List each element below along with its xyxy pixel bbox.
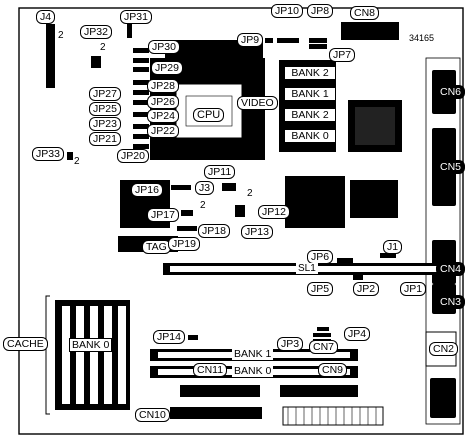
label-cn5: CN5 [436, 160, 466, 174]
bottom-chip-row [282, 406, 384, 426]
label-jp2: JP2 [353, 282, 380, 296]
label-jp4: JP4 [344, 327, 371, 341]
label-jp17: JP17 [147, 208, 179, 222]
cn9-header [280, 385, 358, 397]
label-jp21: JP21 [89, 132, 121, 146]
label-jp28: JP28 [147, 79, 179, 93]
cn10-header [170, 407, 262, 419]
cn11-header [180, 385, 260, 397]
chipset-2 [350, 180, 398, 218]
label-jp23: JP23 [89, 117, 121, 131]
j4-header [46, 24, 55, 88]
board-id: 34165 [409, 33, 435, 43]
label-jp13: JP13 [241, 225, 273, 239]
label-j3: J3 [195, 181, 215, 195]
jp10-pins [277, 38, 299, 43]
label-jp5: JP5 [307, 282, 334, 296]
jp33-pins [67, 152, 73, 160]
jp32-pins [91, 56, 101, 68]
label-jp1: JP1 [400, 282, 427, 296]
label-cn3: CN3 [436, 295, 466, 309]
jp9-pins [265, 38, 273, 43]
label-jp10: JP10 [271, 4, 303, 18]
label-jp24: JP24 [147, 109, 179, 123]
label-cpu: CPU [193, 108, 225, 122]
pin-mark-j4: 2 [58, 30, 64, 41]
label-jp32: JP32 [80, 25, 112, 39]
j3-pins [222, 183, 236, 191]
label-jp18: JP18 [198, 224, 230, 238]
label-sl1: SL1 [296, 263, 318, 274]
label-jp19: JP19 [168, 237, 200, 251]
label-cache: CACHE [3, 337, 48, 351]
cn8-header [341, 22, 399, 40]
label-jp25: JP25 [89, 102, 121, 116]
label-jp20: JP20 [117, 149, 149, 163]
label-cn7: CN7 [309, 340, 339, 354]
label-jp12: JP12 [258, 205, 290, 219]
jp8-pins [309, 38, 327, 43]
label-jp6: JP6 [307, 250, 334, 264]
label-jp29: JP29 [151, 61, 183, 75]
label-jp16: JP16 [131, 183, 163, 197]
label-jp3: JP3 [277, 337, 304, 351]
pin-mark-jp32: 2 [100, 42, 106, 53]
label-jp11: JP11 [204, 165, 236, 179]
label-j4: J4 [36, 10, 56, 24]
label-cn2: CN2 [429, 342, 459, 356]
label-jp14: JP14 [153, 330, 185, 344]
pin-mark-j3: 2 [247, 188, 253, 199]
video-bank-1: BANK 1 [284, 87, 336, 101]
chipset-1 [285, 176, 345, 228]
simm-bank-1-label: BANK 1 [232, 348, 274, 360]
label-jp8: JP8 [307, 4, 334, 18]
label-jp33: JP33 [32, 147, 64, 161]
label-cache-bank: BANK 0 [69, 338, 113, 352]
cn-bottom-shape [430, 378, 456, 418]
jp31-pins [127, 24, 132, 38]
pin-mark-jp17: 2 [200, 200, 206, 211]
jumper-column [133, 48, 149, 149]
label-jp27: JP27 [89, 87, 121, 101]
label-cn10: CN10 [135, 408, 170, 422]
board-outline [18, 7, 464, 435]
label-jp9: JP9 [237, 33, 264, 47]
pin-mark-jp33: 2 [74, 156, 80, 167]
video-bank-2a: BANK 2 [284, 66, 336, 80]
label-jp31: JP31 [120, 10, 152, 24]
io-bracket [425, 57, 461, 425]
label-cn4: CN4 [436, 262, 466, 276]
label-jp7: JP7 [329, 48, 356, 62]
label-jp26: JP26 [147, 95, 179, 109]
simm-bank-0-label: BANK 0 [232, 365, 274, 377]
video-bank-2b: BANK 2 [284, 108, 336, 122]
label-cn8: CN8 [350, 6, 380, 20]
label-cn9: CN9 [318, 363, 348, 377]
label-tag: TAG [142, 240, 171, 254]
label-video: VIDEO [237, 96, 278, 110]
label-jp30: JP30 [148, 40, 180, 54]
video-bank-0: BANK 0 [284, 129, 336, 143]
label-cn11: CN11 [193, 363, 228, 377]
label-j1: J1 [383, 240, 403, 254]
label-jp22: JP22 [147, 124, 179, 138]
label-cn6: CN6 [436, 85, 466, 99]
jp7-pins [309, 44, 327, 49]
